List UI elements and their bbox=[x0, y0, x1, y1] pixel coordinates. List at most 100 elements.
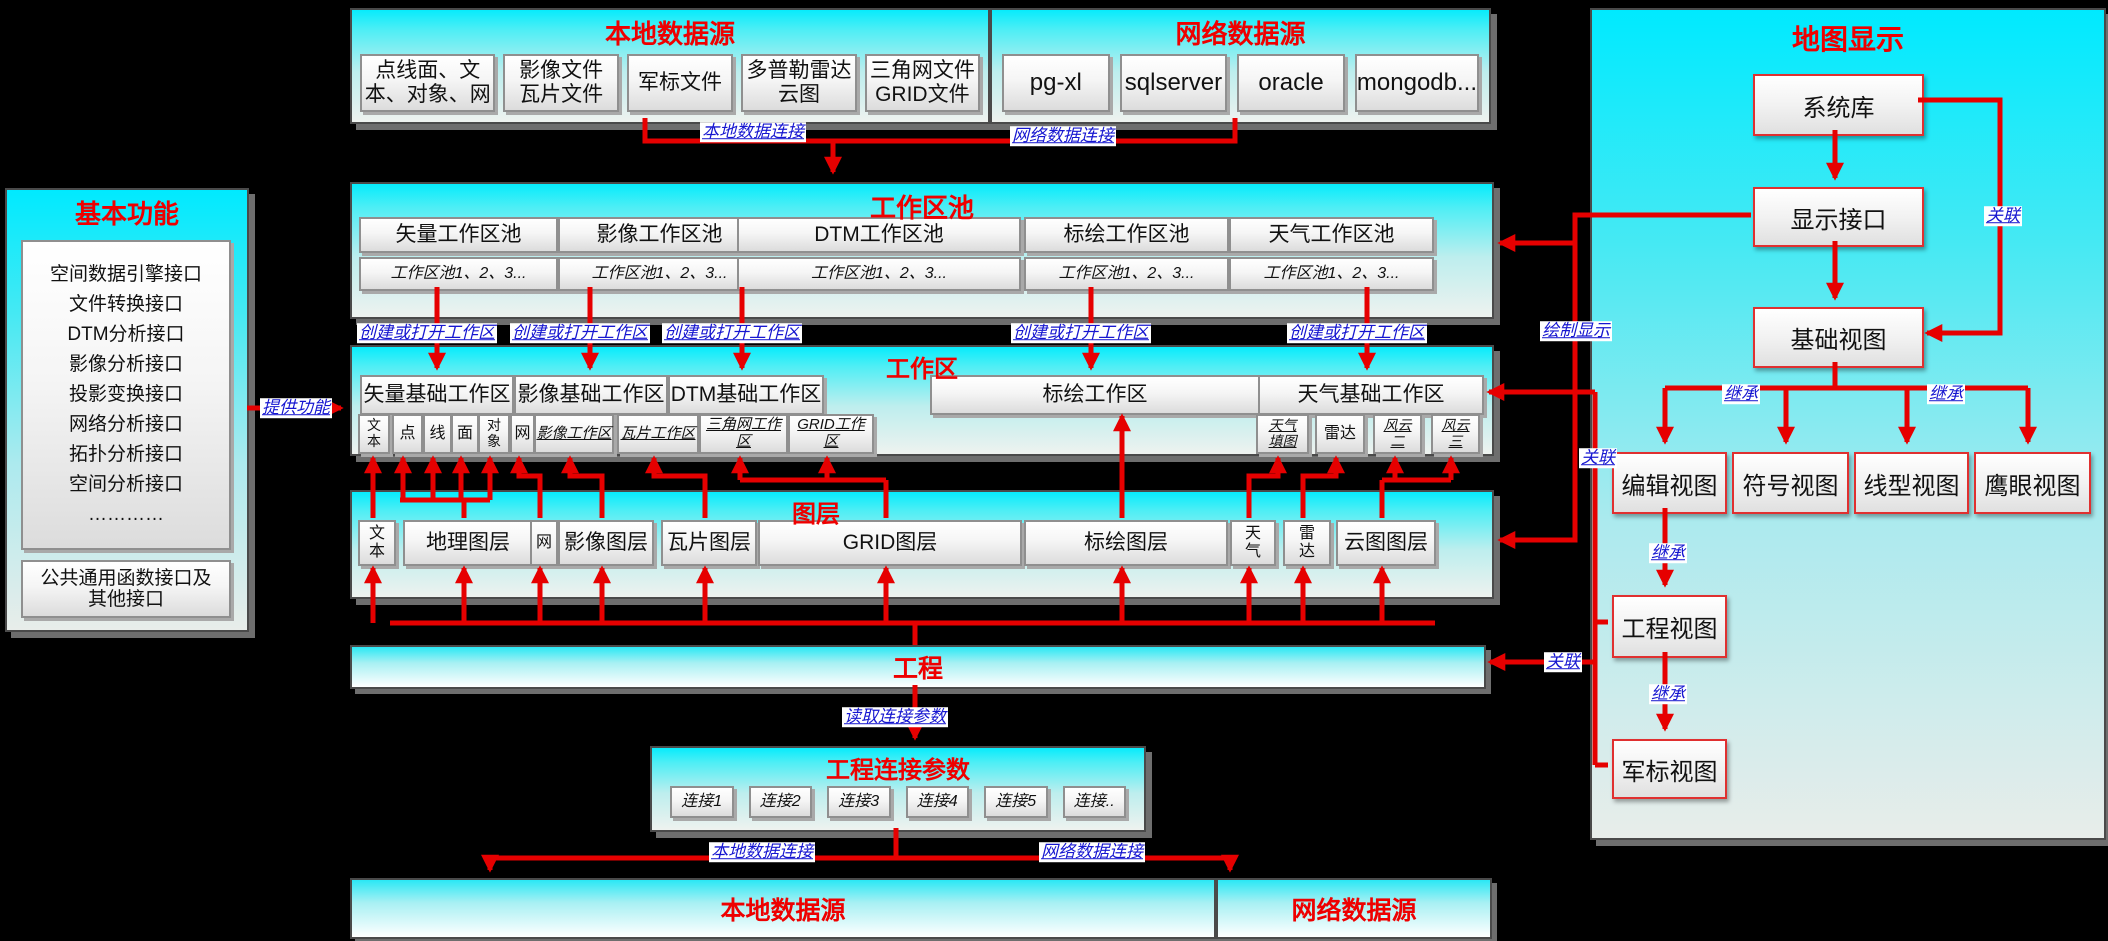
label-provide-functions: 提供功能 bbox=[260, 398, 332, 418]
node-ws-sub-object: 对 象 bbox=[478, 414, 510, 454]
label-inherit-2: 继承 bbox=[1927, 384, 1965, 404]
label-inherit-1: 继承 bbox=[1722, 384, 1760, 404]
label-network-connection-top: 网络数据连接 bbox=[1010, 126, 1116, 146]
label-inherit-4: 继承 bbox=[1649, 684, 1687, 704]
panel-layers: 图层 文 本 地理图层 网 影像图层 瓦片图层 GRID图层 标绘图层 天 气 … bbox=[350, 490, 1494, 599]
node-conn5: 连接5 bbox=[984, 786, 1048, 818]
node-conn4: 连接4 bbox=[905, 786, 969, 818]
bottom-local-datasource-bar: 本地数据源 bbox=[350, 878, 1216, 939]
node-plot-ws: 标绘工作区 bbox=[930, 375, 1260, 415]
panel-network-datasource: 网络数据源 pg-xl sqlserver oracle mongodb... bbox=[990, 8, 1491, 124]
label-create-open-1: 创建或打开工作区 bbox=[357, 323, 497, 343]
node-layer-weather: 天 气 bbox=[1230, 520, 1276, 566]
network-datasource-title: 网络数据源 bbox=[1175, 19, 1306, 49]
node-plot-pool: 标绘工作区池 bbox=[1024, 217, 1229, 253]
connection-params-title: 工程连接参数 bbox=[826, 757, 970, 784]
workspace-pool-title: 工作区池 bbox=[869, 193, 975, 223]
label-create-open-2: 创建或打开工作区 bbox=[510, 323, 650, 343]
node-pool-instances-2: 工作区池1、2、3... bbox=[558, 257, 761, 291]
node-conn3: 连接3 bbox=[827, 786, 891, 818]
node-base-view: 基础视图 bbox=[1753, 307, 1924, 368]
node-vector-files: 点线面、文 本、对象、网 bbox=[360, 54, 496, 112]
label-read-connection-params: 读取连接参数 bbox=[842, 707, 948, 727]
node-ws-sub-tile: 瓦片工作区 bbox=[617, 414, 699, 454]
node-ws-sub-image: 影像工作区 bbox=[534, 414, 614, 454]
node-ws-sub-fengyun3: 风云 三 bbox=[1431, 414, 1480, 454]
node-tin-grid-files: 三角网文件 GRID文件 bbox=[864, 54, 981, 112]
node-layer-tile: 瓦片图层 bbox=[661, 520, 757, 566]
bottom-local-title: 本地数据源 bbox=[720, 896, 846, 925]
bottom-network-datasource-bar: 网络数据源 bbox=[1216, 878, 1492, 939]
label-create-open-4: 创建或打开工作区 bbox=[1011, 323, 1151, 343]
workspace-title: 工作区 bbox=[886, 356, 958, 383]
node-eagle-eye-view: 鹰眼视图 bbox=[1974, 452, 2091, 514]
node-layer-cloud: 云图图层 bbox=[1336, 520, 1436, 566]
node-layer-grid: GRID图层 bbox=[758, 520, 1022, 566]
node-layer-text: 文 本 bbox=[358, 520, 396, 566]
bottom-network-title: 网络数据源 bbox=[1291, 896, 1417, 925]
node-ws-sub-weather-map: 天气 填图 bbox=[1256, 414, 1309, 454]
node-image-base-ws: 影像基础工作区 bbox=[514, 375, 668, 415]
node-dtm-base-ws: DTM基础工作区 bbox=[668, 375, 824, 415]
node-layer-plot: 标绘图层 bbox=[1024, 520, 1228, 566]
node-image-pool: 影像工作区池 bbox=[558, 217, 761, 253]
label-association-3: 关联 bbox=[1544, 652, 1582, 672]
panel-workspace-pool: 工作区池 矢量工作区池 影像工作区池 DTM工作区池 标绘工作区池 天气工作区池… bbox=[350, 182, 1494, 319]
node-display-interface: 显示接口 bbox=[1753, 187, 1924, 247]
node-ws-sub-point: 点 bbox=[392, 414, 423, 454]
basic-functions-title: 基本功能 bbox=[74, 199, 180, 229]
node-vector-base-ws: 矢量基础工作区 bbox=[360, 375, 514, 415]
node-interface-list: 空间数据引擎接口 文件转换接口 DTM分析接口 影像分析接口 投影变换接口 网络… bbox=[21, 240, 231, 550]
label-create-open-5: 创建或打开工作区 bbox=[1287, 323, 1427, 343]
project-title: 工程 bbox=[892, 655, 943, 683]
node-military-files: 军标文件 bbox=[626, 54, 734, 112]
label-association-1: 关联 bbox=[1984, 206, 2022, 226]
label-inherit-3: 继承 bbox=[1649, 543, 1687, 563]
panel-workspace: 工作区 矢量基础工作区 影像基础工作区 DTM基础工作区 标绘工作区 天气基础工… bbox=[350, 345, 1494, 456]
node-ws-sub-network: 网 bbox=[510, 414, 535, 454]
panel-local-datasource: 本地数据源 点线面、文 本、对象、网 影像文件 瓦片文件 军标文件 多普勒雷达 … bbox=[350, 8, 990, 124]
node-pool-instances-3: 工作区池1、2、3... bbox=[737, 257, 1021, 291]
node-conn1: 连接1 bbox=[670, 786, 734, 818]
node-doppler-files: 多普勒雷达 云图 bbox=[741, 54, 857, 112]
node-pool-instances-4: 工作区池1、2、3... bbox=[1024, 257, 1229, 291]
node-weather-base-ws: 天气基础工作区 bbox=[1258, 375, 1484, 415]
project-bar: 工程 bbox=[350, 645, 1486, 689]
node-pool-instances-1: 工作区池1、2、3... bbox=[359, 257, 558, 291]
node-dtm-pool: DTM工作区池 bbox=[737, 217, 1021, 253]
panel-connection-params: 工程连接参数 连接1 连接2 连接3 连接4 连接5 连接.. bbox=[650, 746, 1146, 832]
node-pool-instances-5: 工作区池1、2、3... bbox=[1229, 257, 1434, 291]
node-ws-sub-tin: 三角网工作区 bbox=[699, 414, 788, 454]
node-system-lib: 系统库 bbox=[1753, 74, 1924, 136]
label-draw-display: 绘制显示 bbox=[1540, 321, 1612, 341]
node-symbol-view: 符号视图 bbox=[1732, 452, 1849, 514]
label-association-2: 关联 bbox=[1579, 448, 1617, 468]
panel-map-display: 地图显示 系统库 显示接口 基础视图 编辑视图 符号视图 线型视图 鹰眼视图 工… bbox=[1590, 8, 2106, 840]
node-ws-sub-grid: GRID工作区 bbox=[788, 414, 874, 454]
panel-basic-functions: 基本功能 空间数据引擎接口 文件转换接口 DTM分析接口 影像分析接口 投影变换… bbox=[5, 188, 249, 632]
node-ws-sub-fengyun2: 风云 二 bbox=[1373, 414, 1422, 454]
node-sqlserver: sqlserver bbox=[1119, 54, 1228, 112]
node-oracle: oracle bbox=[1237, 54, 1345, 112]
node-layer-geographic: 地理图层 bbox=[403, 520, 533, 566]
local-datasource-title: 本地数据源 bbox=[604, 19, 736, 49]
node-project-view: 工程视图 bbox=[1612, 595, 1727, 658]
node-layer-network: 网 bbox=[530, 520, 558, 566]
label-network-connection-bottom: 网络数据连接 bbox=[1039, 842, 1145, 862]
node-weather-pool: 天气工作区池 bbox=[1229, 217, 1434, 253]
node-ws-sub-text: 文 本 bbox=[358, 414, 390, 454]
node-common-functions: 公共通用函数接口及 其他接口 bbox=[21, 560, 231, 618]
label-create-open-3: 创建或打开工作区 bbox=[662, 323, 802, 343]
node-mongodb: mongodb... bbox=[1354, 54, 1480, 112]
node-pgxl: pg-xl bbox=[1002, 54, 1110, 112]
label-local-connection-top: 本地数据连接 bbox=[700, 122, 806, 142]
node-layer-radar: 雷 达 bbox=[1283, 520, 1331, 566]
node-vector-pool: 矢量工作区池 bbox=[359, 217, 558, 253]
label-local-connection-bottom: 本地数据连接 bbox=[709, 842, 815, 862]
map-display-title: 地图显示 bbox=[1791, 24, 1905, 55]
node-military-view: 军标视图 bbox=[1612, 739, 1727, 799]
node-linetype-view: 线型视图 bbox=[1854, 452, 1969, 514]
node-ws-sub-line: 线 bbox=[423, 414, 452, 454]
node-ws-sub-polygon: 面 bbox=[451, 414, 479, 454]
